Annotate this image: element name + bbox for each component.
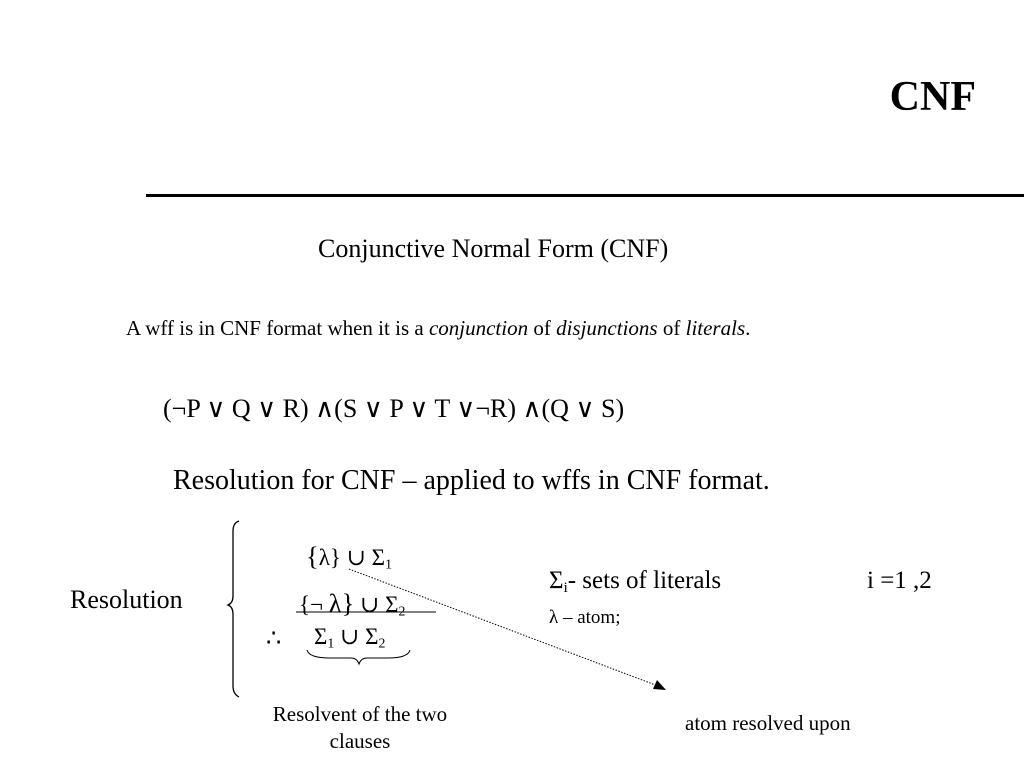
clause-one: {λ} ∪ Σ1	[306, 541, 392, 572]
sigma-subscript: i	[563, 579, 568, 596]
resolvent-sigma: Σ	[314, 624, 328, 649]
therefore-symbol: ∴	[266, 626, 282, 652]
clause-two-subscript: 2	[398, 603, 406, 619]
arrow-head	[653, 680, 666, 690]
clause-two: {¬ λ} ∪ Σ2	[299, 588, 405, 619]
clause-one-atom: λ	[318, 545, 330, 570]
slide-subtitle: Conjunctive Normal Form (CNF)	[318, 234, 669, 263]
clause-one-open-brace: {	[306, 541, 319, 571]
clause-two-atom: λ	[328, 588, 342, 618]
title-divider	[146, 194, 1024, 197]
definition-term-conjunction: conjunction	[428, 316, 529, 340]
cnf-example-formula: (¬P ∨ Q ∨ R) ∧(S ∨ P ∨ T ∨¬R) ∧(Q ∨ S)	[163, 394, 625, 423]
resolvent-subscript-b: 2	[378, 635, 386, 651]
definition-mid-1: of	[528, 316, 557, 340]
sigma-definition: Σi- sets of literals	[549, 567, 721, 597]
resolution-label: Resolution	[70, 585, 183, 614]
resolution-left-brace	[226, 520, 240, 698]
resolution-heading: Resolution for CNF – applied to wffs in …	[173, 465, 770, 496]
sigma-symbol: Σ	[549, 567, 564, 594]
clause-one-close-brace: }	[329, 545, 341, 570]
resolvent-subscript-a: 1	[327, 635, 335, 651]
lambda-definition: λ – atom;	[549, 607, 621, 628]
definition-suffix: .	[745, 316, 751, 340]
clause-one-subscript: 1	[385, 556, 392, 572]
index-range: i =1 ,2	[867, 567, 932, 594]
atom-pointer-arrow	[348, 568, 659, 687]
clause-one-union: ∪ Σ	[340, 545, 386, 570]
definition-term-disjunctions: disjunctions	[556, 316, 658, 340]
resolvent-underbrace	[306, 649, 411, 666]
atom-caption: atom resolved upon	[685, 711, 851, 735]
sigma-definition-text: - sets of literals	[567, 567, 722, 594]
clause-two-close-brace: }	[341, 588, 355, 618]
resolvent-caption: Resolvent of the two clauses	[272, 702, 448, 754]
resolvent-union: ∪ Σ	[334, 624, 379, 649]
clause-two-open-negation: {¬	[299, 592, 329, 617]
definition-term-literals: literals	[685, 316, 746, 340]
definition-mid-2: of	[657, 316, 686, 340]
slide-title: CNF	[889, 74, 976, 120]
cnf-definition: A wff is in CNF format when it is a conj…	[126, 316, 750, 341]
clause-two-union: ∪ Σ	[354, 592, 399, 617]
resolvent-expression: Σ1 ∪ Σ2	[314, 624, 385, 651]
definition-prefix: A wff is in CNF format when it is a	[126, 316, 429, 340]
